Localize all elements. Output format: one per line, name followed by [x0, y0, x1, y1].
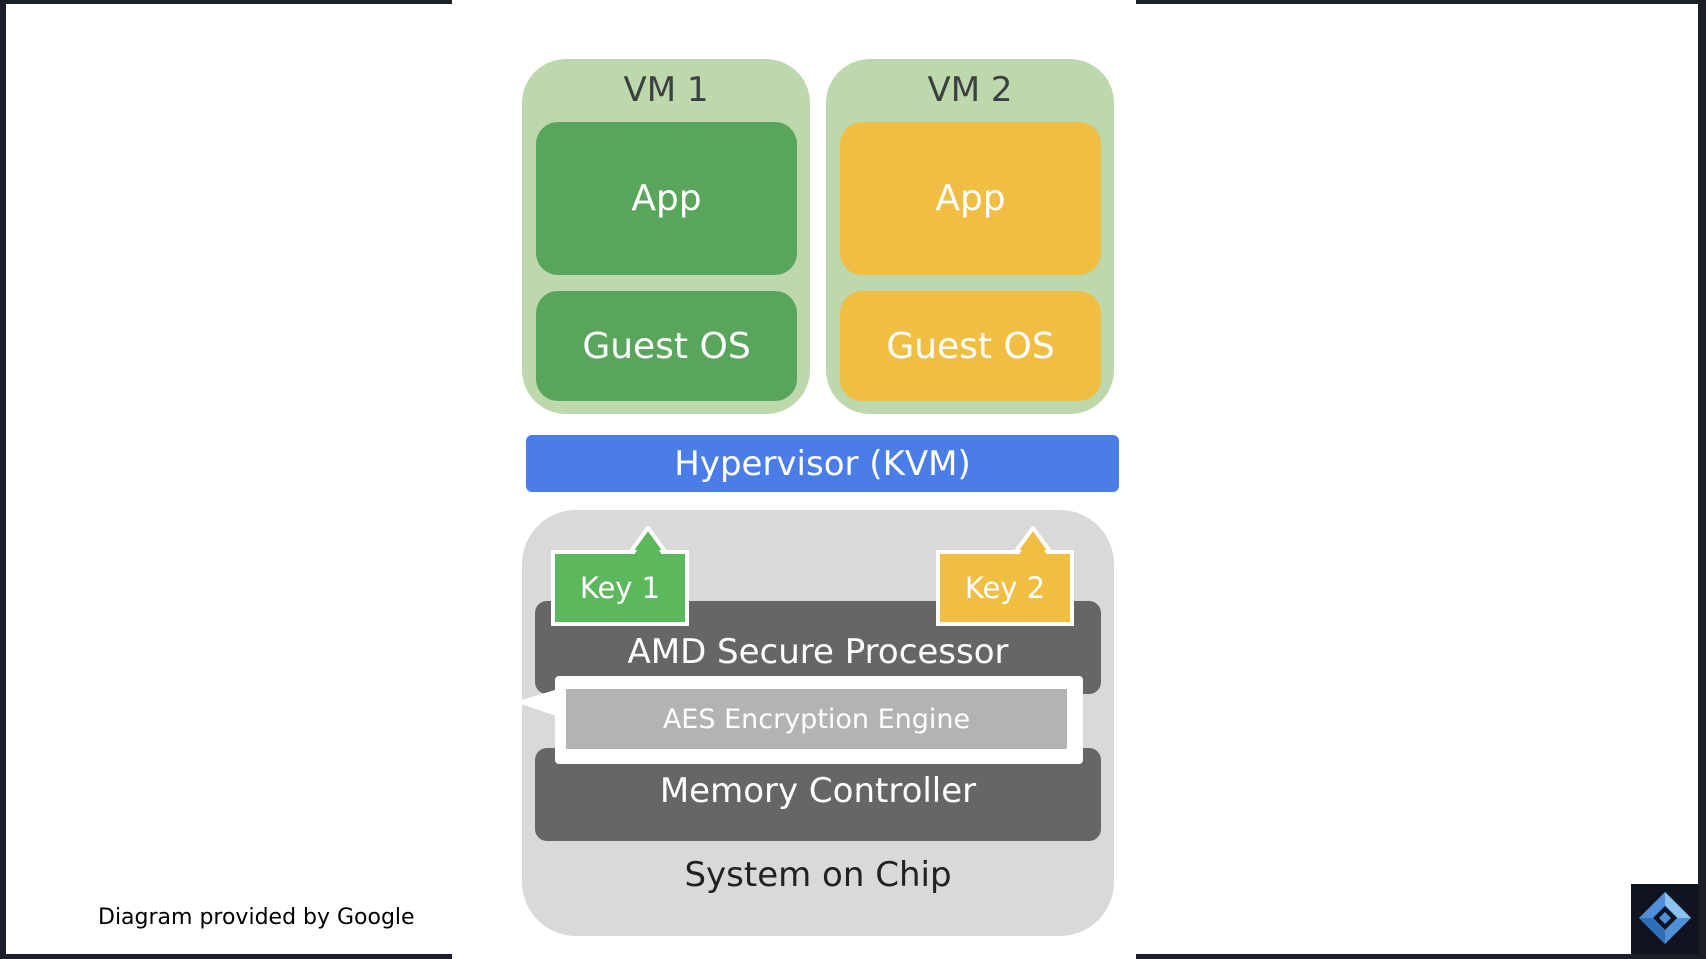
- key2-pointer-fill: [1018, 534, 1048, 556]
- vm2-title: VM 2: [927, 70, 1013, 110]
- vm2-guest-os-block: Guest OS: [840, 291, 1101, 401]
- slide-top-edge: [452, 0, 1136, 4]
- diamond-logo-icon: [1639, 892, 1691, 944]
- aes-callout-pointer: [515, 687, 565, 719]
- vm1-app-block: App: [536, 122, 797, 275]
- diagram-caption: Diagram provided by Google: [98, 905, 415, 930]
- key1-pointer-fill: [633, 534, 663, 556]
- vm2-app-block: App: [840, 122, 1101, 275]
- vm1-guest-os-block: Guest OS: [536, 291, 797, 401]
- hypervisor-bar: Hypervisor (KVM): [526, 435, 1119, 492]
- vm1-title: VM 1: [623, 70, 709, 110]
- system-on-chip-label: System on Chip: [684, 855, 952, 895]
- key2-badge: Key 2: [936, 550, 1074, 626]
- key1-badge: Key 1: [551, 550, 689, 626]
- aes-encryption-engine-block: AES Encryption Engine: [566, 689, 1067, 749]
- slide-bottom-edge: [452, 954, 1136, 959]
- corner-logo: [1631, 884, 1699, 954]
